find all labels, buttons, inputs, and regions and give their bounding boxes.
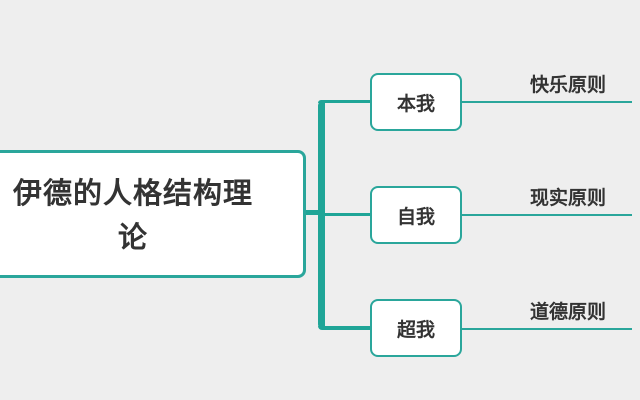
subtopic-superego[interactable]: 超我	[370, 299, 462, 357]
subtopic-label: 超我	[396, 318, 435, 341]
connector-branch-1	[318, 100, 370, 103]
connector-branch-3	[318, 326, 370, 330]
leaf-line-2	[462, 214, 632, 216]
central-topic-line1: 伊德的人格结构理	[12, 176, 253, 210]
connector-branch-2	[318, 213, 370, 216]
leaf-moral-principle[interactable]: 道德原则	[530, 301, 607, 323]
connector-stem	[306, 210, 324, 215]
subtopic-ego[interactable]: 自我	[370, 186, 462, 244]
leaf-reality-principle[interactable]: 现实原则	[530, 187, 607, 209]
leaf-line-1	[462, 101, 632, 103]
subtopic-id[interactable]: 本我	[370, 73, 462, 131]
central-topic[interactable]: 伊德的人格结构理 论	[0, 150, 306, 278]
subtopic-label: 自我	[396, 205, 435, 228]
subtopic-label: 本我	[396, 92, 435, 115]
central-topic-line2: 论	[117, 220, 148, 254]
leaf-pleasure-principle[interactable]: 快乐原则	[530, 74, 607, 96]
central-topic-text: 伊德的人格结构理 论	[0, 171, 283, 259]
leaf-line-3	[462, 328, 632, 330]
